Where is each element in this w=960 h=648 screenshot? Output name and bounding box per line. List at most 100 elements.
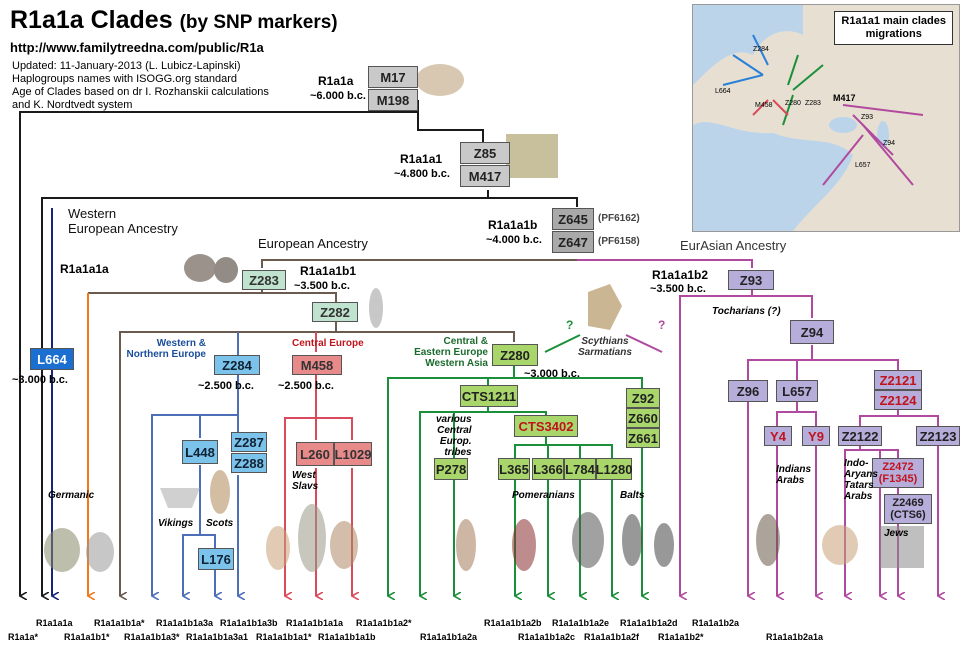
l664-date: ~3.000 b.c.: [12, 374, 68, 386]
marker-z2121[interactable]: Z2121: [874, 370, 922, 390]
branch-l448: [182, 415, 216, 592]
eurasian-ancestry-label: EurAsian Ancestry: [680, 238, 787, 253]
marker-z284[interactable]: Z284: [214, 355, 260, 375]
branch-z280-b: [514, 377, 643, 388]
branch-z280: [387, 366, 515, 592]
marker-z96[interactable]: Z96: [728, 380, 768, 402]
tip-label: R1a1a1b1*: [64, 632, 110, 642]
node-r1a1a1b1-date: ~3.500 b.c.: [294, 280, 350, 292]
marker-y9[interactable]: Y9: [802, 426, 830, 446]
marker-m17[interactable]: M17: [368, 66, 418, 88]
marker-m198[interactable]: M198: [368, 89, 418, 111]
marker-z647[interactable]: Z647: [552, 231, 594, 253]
tip-label: R1a1a1b1a2a: [420, 632, 478, 642]
marker-z661[interactable]: Z661: [626, 428, 660, 448]
marker-z282[interactable]: Z282: [312, 302, 358, 322]
branch-z284: [151, 332, 239, 592]
scythian-arrow-right: [625, 334, 663, 353]
marker-l365[interactable]: L365: [498, 458, 530, 480]
tip-label: R1a1a1b2a1a: [766, 632, 824, 642]
map-label-z94: Z94: [883, 140, 895, 147]
marker-z288[interactable]: Z288: [231, 453, 267, 473]
marker-m458[interactable]: M458: [292, 355, 342, 375]
note-scots: Scots: [206, 518, 234, 529]
marker-z660[interactable]: Z660: [626, 408, 660, 428]
illustrations: [44, 64, 924, 572]
western-ancestry-label: Western European Ancestry: [68, 206, 178, 236]
tip-label: R1a1a1b2*: [658, 632, 704, 642]
note-indo-aryans: Indo- Aryans Tatars Arabs: [844, 458, 878, 502]
tip-label: R1a1a1b1a2f: [584, 632, 640, 642]
marker-l1280[interactable]: L1280: [596, 458, 632, 480]
tip-label: R1a1a1b1a2e: [552, 618, 610, 628]
marker-z85[interactable]: Z85: [460, 142, 510, 164]
tip-label: R1a1a1b1a2*: [356, 618, 412, 628]
note-west-slavs: West Slavs: [292, 470, 319, 492]
node-r1a1a1-name: R1a1a1: [400, 152, 443, 166]
tip-label: R1a1a1b1a2c: [518, 632, 576, 642]
marker-z2124[interactable]: Z2124: [874, 390, 922, 410]
branch-cts3402-b: [546, 444, 613, 592]
marker-l1029[interactable]: L1029: [334, 442, 372, 466]
marker-z287[interactable]: Z287: [231, 432, 267, 452]
node-r1a1a-name: R1a1a: [318, 74, 354, 88]
split-z282: [119, 322, 337, 592]
tip-label: R1a1a1b1a1a: [286, 618, 344, 628]
tip-arrows: [19, 582, 938, 596]
marker-cts3402[interactable]: CTS3402: [514, 415, 578, 437]
marker-z2472[interactable]: Z2472 (F1345): [872, 458, 924, 488]
source-url[interactable]: http://www.familytreedna.com/public/R1a: [10, 40, 264, 55]
branch-z94-split: [747, 345, 813, 592]
tip-label: R1a1a1b1a1*: [256, 632, 312, 642]
tip-label: R1a1a1b1a3a: [156, 618, 214, 628]
tip-label: R1a1a1b1a1b: [318, 632, 376, 642]
tip-label: R1a1a1b1a*: [94, 618, 145, 628]
marker-l260[interactable]: L260: [296, 442, 334, 466]
note-jews: Jews: [884, 528, 909, 539]
marker-p278[interactable]: P278: [434, 458, 468, 480]
split-r1a1a1b-east: [577, 259, 753, 268]
marker-z2122[interactable]: Z2122: [838, 426, 882, 446]
marker-l176[interactable]: L176: [198, 548, 234, 570]
node-r1a1a1-date: ~4.800 b.c.: [394, 168, 450, 180]
z280-region: Central & Eastern Europe Western Asia: [414, 336, 488, 369]
marker-z92[interactable]: Z92: [626, 388, 660, 408]
split-z282-b: [336, 331, 515, 342]
marker-l657[interactable]: L657: [776, 380, 818, 402]
marker-z283[interactable]: Z283: [242, 270, 286, 290]
tip-label: R1a1a1b1a3*: [124, 632, 180, 642]
branch-l657: [776, 359, 817, 592]
map-label-z283: Z283: [805, 100, 821, 107]
marker-y4[interactable]: Y4: [764, 426, 792, 446]
map-graphic: Z284 L664 M458 Z280 Z283 M417 Z93 Z94 L6…: [693, 5, 959, 231]
marker-z280[interactable]: Z280: [492, 344, 538, 366]
page-subtitle: (by SNP markers): [179, 12, 338, 33]
marker-z645[interactable]: Z645: [552, 208, 594, 230]
map-label-z280: Z280: [785, 100, 801, 107]
z280-date: ~3.000 b.c.: [524, 368, 580, 380]
marker-cts1211[interactable]: CTS1211: [460, 385, 518, 407]
marker-z94[interactable]: Z94: [790, 320, 834, 344]
marker-z93[interactable]: Z93: [728, 270, 774, 290]
note-germanic: Germanic: [48, 490, 95, 501]
marker-l664[interactable]: L664: [30, 348, 74, 370]
map-label-m458: M458: [755, 102, 773, 109]
marker-l448[interactable]: L448: [182, 440, 218, 464]
marker-z2123[interactable]: Z2123: [916, 426, 960, 446]
marker-m417[interactable]: M417: [460, 165, 510, 187]
trunk-r1a1a1-to-b: [488, 197, 578, 207]
marker-l366[interactable]: L366: [532, 458, 564, 480]
branch-cts1211-b: [453, 411, 488, 592]
map-label-z93: Z93: [861, 114, 873, 121]
node-r1a1a1a-name: R1a1a1a: [60, 262, 109, 276]
note-pomeranians: Pomeranians: [512, 490, 575, 501]
scythians-question-right: ?: [658, 318, 666, 332]
page-title: R1a1a Clades (by SNP markers): [10, 6, 338, 34]
branch-z94: [752, 295, 813, 318]
note-indians-arabs: Indians Arabs: [776, 464, 812, 486]
marker-z2469[interactable]: Z2469 (CTS6): [884, 494, 932, 524]
branch-z283: [88, 290, 263, 294]
marker-l784[interactable]: L784: [564, 458, 596, 480]
split-r1a1a1b: [261, 259, 577, 268]
